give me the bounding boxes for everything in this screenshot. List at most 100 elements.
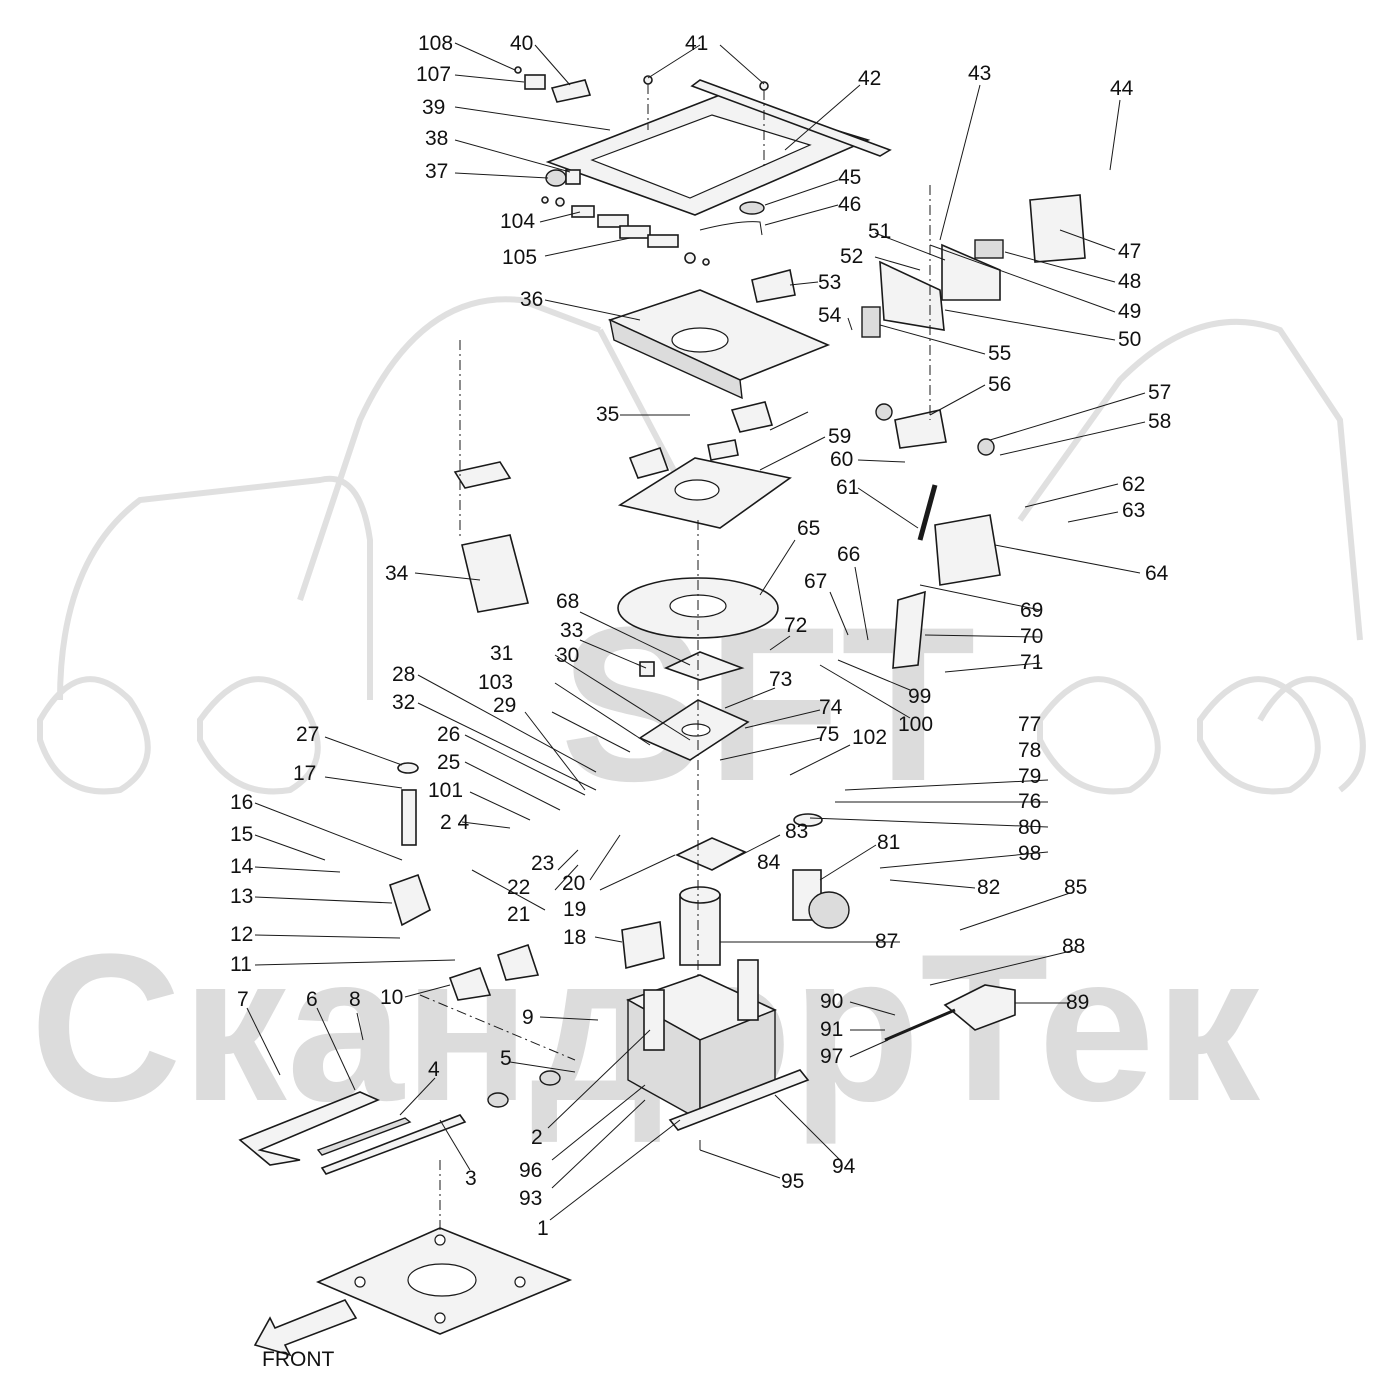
label-62: 62 (1122, 473, 1145, 496)
label-81: 81 (877, 831, 900, 854)
label-16: 16 (230, 791, 253, 814)
label-84: 84 (757, 851, 781, 874)
label-27: 27 (296, 723, 319, 746)
label-2: 2 (531, 1126, 543, 1149)
label-19: 19 (563, 898, 586, 921)
label-37: 37 (425, 160, 448, 183)
label-99: 99 (908, 685, 931, 708)
label-87: 87 (875, 930, 898, 953)
label-50: 50 (1118, 328, 1141, 351)
label-93: 94 (832, 1155, 856, 1178)
label-64: 64 (1145, 562, 1169, 585)
label-3: 3 (465, 1167, 477, 1190)
label-12: 12 (230, 923, 253, 946)
label-5: 5 (500, 1047, 512, 1070)
label-46: 46 (838, 193, 861, 216)
label-35: 35 (596, 403, 619, 426)
label-59: 59 (828, 425, 851, 448)
label-29: 29 (493, 694, 516, 717)
leader-lines (246, 42, 1146, 1221)
label-80: 80 (1018, 816, 1041, 839)
label-32: 32 (392, 691, 415, 714)
label-85: 85 (1064, 876, 1087, 899)
label-94: 95 (781, 1170, 804, 1193)
label-13: 13 (230, 885, 253, 908)
label-67: 67 (804, 570, 827, 593)
label-44: 44 (1110, 77, 1134, 100)
label-34: 34 (385, 562, 409, 585)
label-69: 69 (1020, 599, 1043, 622)
label-61: 61 (836, 476, 859, 499)
label-23: 23 (531, 852, 554, 875)
label-45: 45 (838, 166, 861, 189)
label-17: 17 (293, 762, 316, 785)
label-95: 93 (519, 1187, 542, 1210)
label-53: 53 (818, 271, 841, 294)
label-33: 33 (560, 619, 583, 642)
label-7: 7 (237, 988, 249, 1011)
label-47: 47 (1118, 240, 1141, 263)
parts-drawing: FRONT (238, 66, 1086, 1371)
label-100: 100 (898, 713, 933, 736)
label-55: 55 (988, 342, 1011, 365)
part-labels: 108 40 41 107 42 43 44 39 38 37 45 46 10… (230, 32, 1171, 1240)
label-20: 20 (562, 872, 585, 895)
label-1: 1 (537, 1217, 549, 1240)
label-56: 56 (988, 373, 1011, 396)
label-36: 36 (520, 288, 543, 311)
label-22: 22 (507, 876, 530, 899)
label-4: 4 (428, 1058, 440, 1081)
label-75: 75 (816, 723, 839, 746)
label-28: 28 (392, 663, 415, 686)
label-43: 43 (968, 62, 991, 85)
label-77: 77 (1018, 713, 1041, 736)
label-14: 14 (230, 855, 254, 878)
label-6: 6 (306, 988, 318, 1011)
label-48: 48 (1118, 270, 1141, 293)
label-40: 40 (510, 32, 533, 55)
label-31: 31 (490, 642, 513, 665)
label-8: 8 (349, 988, 361, 1011)
label-11: 11 (230, 953, 252, 976)
label-96: 96 (519, 1159, 542, 1182)
label-82: 82 (977, 876, 1000, 899)
label-79: 79 (1018, 765, 1041, 788)
label-15: 15 (230, 823, 253, 846)
label-51: 51 (868, 220, 891, 243)
label-98: 98 (1018, 842, 1041, 865)
label-97: 97 (820, 1045, 843, 1068)
label-71: 71 (1020, 651, 1043, 674)
label-65: 65 (797, 517, 820, 540)
label-30: 30 (556, 644, 579, 667)
label-42: 42 (858, 67, 881, 90)
label-54: 54 (818, 304, 842, 327)
label-104: 104 (500, 210, 535, 233)
label-106: 107 (416, 63, 451, 86)
label-107: 108 (418, 32, 453, 55)
label-57: 57 (1148, 381, 1171, 404)
label-21: 21 (507, 903, 530, 926)
label-74: 74 (819, 696, 843, 719)
label-70: 70 (1020, 625, 1043, 648)
label-101: 102 (852, 726, 887, 749)
label-88: 88 (1062, 935, 1085, 958)
label-105: 105 (502, 246, 537, 269)
label-73: 73 (769, 668, 792, 691)
label-18: 18 (563, 926, 586, 949)
front-arrow-icon (253, 1299, 358, 1357)
label-39: 39 (422, 96, 445, 119)
label-78: 78 (1018, 739, 1041, 762)
label-72: 72 (784, 614, 807, 637)
label-41: 41 (685, 32, 708, 55)
label-91: 91 (820, 1018, 843, 1041)
label-60: 60 (830, 448, 853, 471)
label-38: 38 (425, 127, 448, 150)
label-89: 89 (1066, 991, 1089, 1014)
label-66: 66 (837, 543, 860, 566)
label-26: 26 (437, 723, 460, 746)
label-49: 49 (1118, 300, 1141, 323)
label-102: 101 (428, 779, 463, 802)
label-52: 52 (840, 245, 863, 268)
